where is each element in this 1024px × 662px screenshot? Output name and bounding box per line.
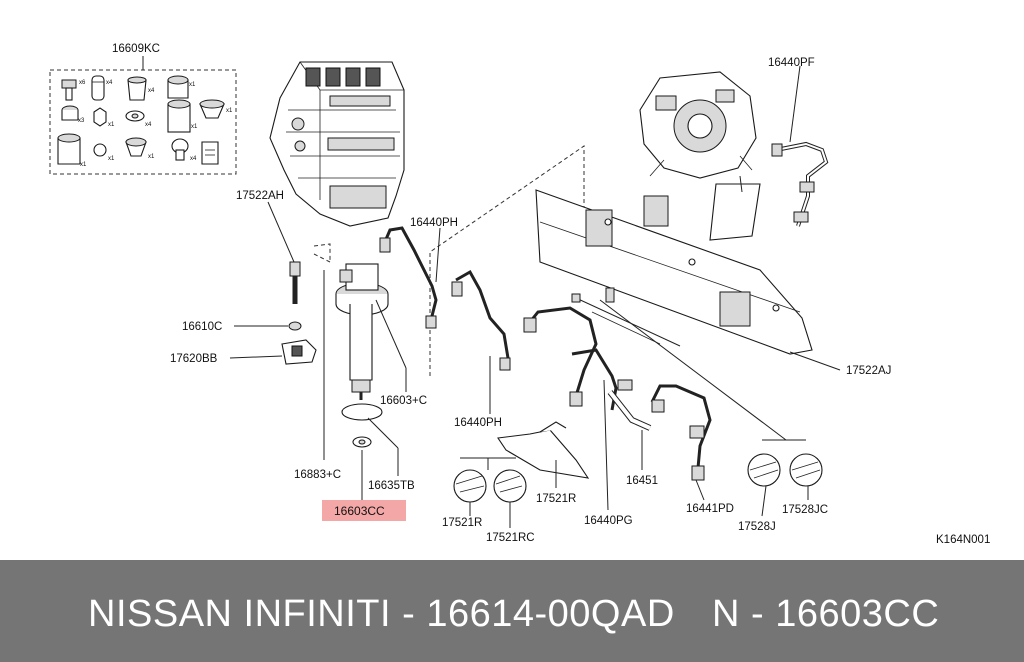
part-label-aj: 17522AJ — [846, 365, 891, 377]
funnel-part — [199, 99, 225, 119]
engine-top-detail — [291, 67, 395, 209]
part-label-pd: 16441PD — [686, 503, 734, 515]
part-label-jc: 17528JC — [782, 504, 828, 516]
diagram-part-number: N - 16603CC — [712, 593, 940, 635]
cap-part — [167, 75, 189, 99]
diagram-code: K164N001 — [936, 534, 990, 546]
high-pressure-pipe-pf — [771, 65, 829, 227]
collar-part — [127, 76, 147, 101]
return-pipe-pg — [497, 306, 712, 481]
part-number-footer: NISSAN INFINITI - 16614-00QAD N - 16603C… — [0, 560, 1024, 662]
part-label-bb: 17620BB — [170, 353, 218, 365]
engine-block-illustration — [269, 61, 405, 227]
qty-label: x1 — [148, 154, 155, 160]
part-label-ph-bottom: 16440PH — [454, 417, 502, 429]
qty-label: x1 — [108, 156, 115, 162]
leader-lines — [229, 201, 841, 528]
qty-label: x1 — [191, 124, 198, 130]
qty-label: x1 — [108, 122, 115, 128]
part-label-pg: 16440PG — [584, 515, 633, 527]
harness-lines — [571, 287, 681, 347]
qty-label: x4 — [148, 88, 155, 94]
qty-label: x4 — [106, 80, 113, 86]
oem-part-number: NISSAN INFINITI - 16614-00QAD — [88, 593, 675, 635]
part-label-j: 17528J — [738, 521, 776, 533]
part-label-16610c: 16610C — [182, 321, 222, 333]
part-labels: 16609KC 16440PF 17522AH 16440PH 16610C 1… — [112, 43, 990, 546]
fuel-pump-illustration — [639, 71, 757, 179]
part-label-kit: 16609KC — [112, 43, 160, 55]
seal-part — [93, 143, 107, 157]
part-label-ah: 17522AH — [236, 190, 284, 202]
cylinder-part — [167, 99, 191, 133]
part-label-pf: 16440PF — [768, 57, 815, 69]
qty-label: x3 — [78, 118, 85, 124]
nut-part — [61, 105, 79, 121]
highlight-box — [322, 500, 406, 521]
seal-ring — [341, 403, 383, 421]
part-label-tb: 16635TB — [368, 480, 415, 492]
leak-off-pipe-ph — [379, 226, 511, 371]
kit-group: x6 x4 x4 x1 x3 x1 x4 x1 x1 x1 x1 x1 x4 — [49, 56, 237, 175]
label-card-part — [201, 141, 219, 165]
washer-part — [125, 110, 145, 122]
fuel-rail-assembly — [429, 145, 813, 376]
part-label-16883c: 16883+C — [294, 469, 341, 481]
fuel-injector-illustration — [335, 263, 389, 448]
sleeve-part — [91, 75, 105, 101]
part-label-17521r: 17521R — [536, 493, 576, 505]
qty-label: x4 — [145, 122, 152, 128]
qty-label: x6 — [79, 80, 86, 86]
grommet-part — [171, 138, 189, 161]
clip-parts-left — [453, 469, 527, 503]
part-label-16603c: 16603+C — [380, 395, 427, 407]
part-label-highlighted: 16603CC — [334, 504, 385, 518]
clamp-parts — [281, 243, 331, 365]
part-label-rc: 17521RC — [486, 532, 535, 544]
small-nut-part — [93, 107, 107, 127]
kit-parts: x6 x4 x4 x1 x3 x1 x4 x1 x1 x1 x1 x1 x4 — [57, 75, 233, 168]
exploded-parts-diagram: x6 x4 x4 x1 x3 x1 x4 x1 x1 x1 x1 x1 x4 — [49, 43, 990, 546]
bolt-part — [61, 79, 77, 101]
part-label-17521r-b: 17521R — [442, 517, 482, 529]
qty-label: x1 — [189, 82, 196, 88]
clip-parts-right — [747, 453, 823, 487]
tapered-seal-part — [125, 137, 147, 157]
part-label-ph-top: 16440PH — [410, 217, 458, 229]
part-label-16451: 16451 — [626, 475, 658, 487]
cup-part — [57, 133, 81, 165]
qty-label: x1 — [80, 162, 87, 168]
qty-label: x1 — [226, 108, 233, 114]
qty-label: x4 — [190, 156, 197, 162]
